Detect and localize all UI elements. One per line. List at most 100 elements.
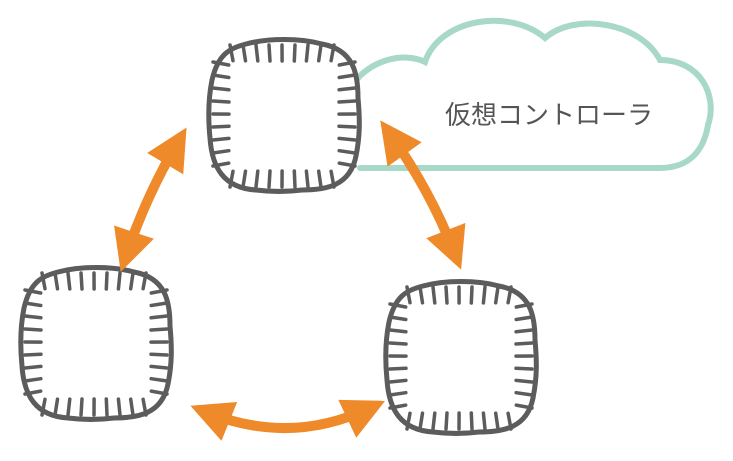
device-hatch-mark	[141, 271, 148, 291]
device-hatch-mark	[329, 169, 336, 189]
device-hatch-mark	[431, 285, 437, 305]
device-hatch-mark	[149, 376, 169, 383]
device-hatch-mark	[141, 397, 148, 417]
device-hatch-mark	[514, 403, 534, 410]
device-hatch-mark	[388, 378, 408, 384]
device-hatch-mark	[444, 411, 449, 431]
device-hatch-mark	[316, 43, 323, 63]
device-hatch-mark	[418, 285, 425, 305]
device-hatch-mark	[23, 352, 43, 357]
device-hatch-mark	[23, 389, 43, 396]
device-hatch-mark	[444, 285, 449, 305]
device-hatch-mark	[104, 271, 109, 291]
device-hatch-mark	[388, 366, 408, 371]
device-hatch-mark	[228, 169, 235, 189]
device-hatch-mark	[149, 327, 169, 332]
device-hatch-mark	[405, 285, 412, 305]
device-hatch-mark	[337, 136, 357, 142]
device-hatch-mark	[405, 411, 412, 431]
device-hatch-mark	[418, 411, 425, 431]
device-hatch-mark	[149, 314, 169, 320]
device-hatch-mark	[23, 327, 43, 332]
device-hatch-mark	[514, 378, 534, 384]
device-hatch-mark	[469, 411, 474, 431]
device-hatch-mark	[481, 411, 487, 431]
device-hatch-mark	[514, 315, 534, 322]
device-hatch-mark	[211, 136, 231, 142]
device-hatch-mark	[316, 169, 323, 189]
cloud-label: 仮想コントローラ	[445, 101, 653, 131]
link-arrow-bottom	[190, 399, 386, 441]
device-hatch-mark	[329, 43, 336, 63]
device-hatch-mark	[493, 411, 500, 431]
device-hatch-mark	[211, 161, 231, 168]
device-hatch-mark	[337, 99, 357, 104]
device-hatch-mark	[53, 397, 60, 417]
device-hatch-mark	[211, 60, 231, 67]
device-hatch-mark	[228, 43, 235, 63]
device-hatch-mark	[388, 341, 408, 346]
device-hatch-mark	[241, 43, 248, 63]
device-outline	[383, 279, 539, 436]
device-hatch-mark	[149, 352, 169, 357]
device-hatch-mark	[128, 397, 135, 417]
device-hatch-mark	[211, 99, 231, 104]
device-hatch-mark	[388, 390, 408, 397]
device-hatch-mark	[337, 86, 357, 92]
access-point-icon	[383, 279, 539, 436]
device-hatch-mark	[514, 302, 534, 309]
device-hatch-mark	[211, 148, 231, 155]
device-hatch-mark	[40, 397, 47, 417]
device-hatch-mark	[388, 403, 408, 410]
device-hatch-mark	[514, 341, 534, 346]
device-hatch-mark	[481, 285, 487, 305]
device-hatch-mark	[292, 43, 297, 63]
device-hatch-mark	[292, 169, 297, 189]
device-hatch-mark	[79, 397, 84, 417]
device-hatch-mark	[304, 43, 310, 63]
device-hatch-mark	[40, 271, 47, 291]
device-hatch-mark	[506, 411, 513, 431]
device-hatch-mark	[493, 285, 500, 305]
device-hatch-mark	[79, 271, 84, 291]
device-hatch-mark	[337, 124, 357, 129]
device-hatch-mark	[469, 285, 474, 305]
link-arrow-top-left	[114, 127, 187, 272]
access-point-icon	[206, 37, 362, 194]
access-point-icon	[18, 265, 174, 422]
device-outline	[18, 265, 174, 422]
device-hatch-mark	[267, 169, 272, 189]
device-hatch-mark	[211, 86, 231, 92]
device-hatch-mark	[254, 169, 260, 189]
device-hatch-mark	[23, 364, 43, 370]
device-hatch-mark	[128, 271, 135, 291]
device-hatch-mark	[116, 397, 122, 417]
device-hatch-mark	[66, 271, 72, 291]
device-hatch-mark	[337, 73, 357, 80]
device-hatch-mark	[23, 288, 43, 295]
device-hatch-mark	[514, 366, 534, 371]
device-hatch-mark	[388, 328, 408, 334]
device-hatch-mark	[388, 302, 408, 309]
device-hatch-mark	[514, 328, 534, 334]
device-hatch-mark	[211, 124, 231, 129]
device-hatch-mark	[149, 301, 169, 308]
device-hatch-mark	[337, 161, 357, 168]
device-hatch-mark	[337, 148, 357, 155]
device-hatch-mark	[53, 271, 60, 291]
device-hatch-mark	[149, 364, 169, 370]
device-hatch-mark	[506, 285, 513, 305]
device-hatch-mark	[149, 288, 169, 295]
device-hatch-mark	[254, 43, 260, 63]
device-hatch-mark	[23, 376, 43, 383]
device-hatch-mark	[104, 397, 109, 417]
link-arrow-top-right	[380, 120, 466, 270]
device-hatch-mark	[211, 73, 231, 80]
device-hatch-mark	[304, 169, 310, 189]
device-hatch-mark	[267, 43, 272, 63]
device-hatch-mark	[431, 411, 437, 431]
device-hatch-mark	[241, 169, 248, 189]
device-hatch-mark	[514, 390, 534, 397]
device-hatch-mark	[337, 60, 357, 67]
